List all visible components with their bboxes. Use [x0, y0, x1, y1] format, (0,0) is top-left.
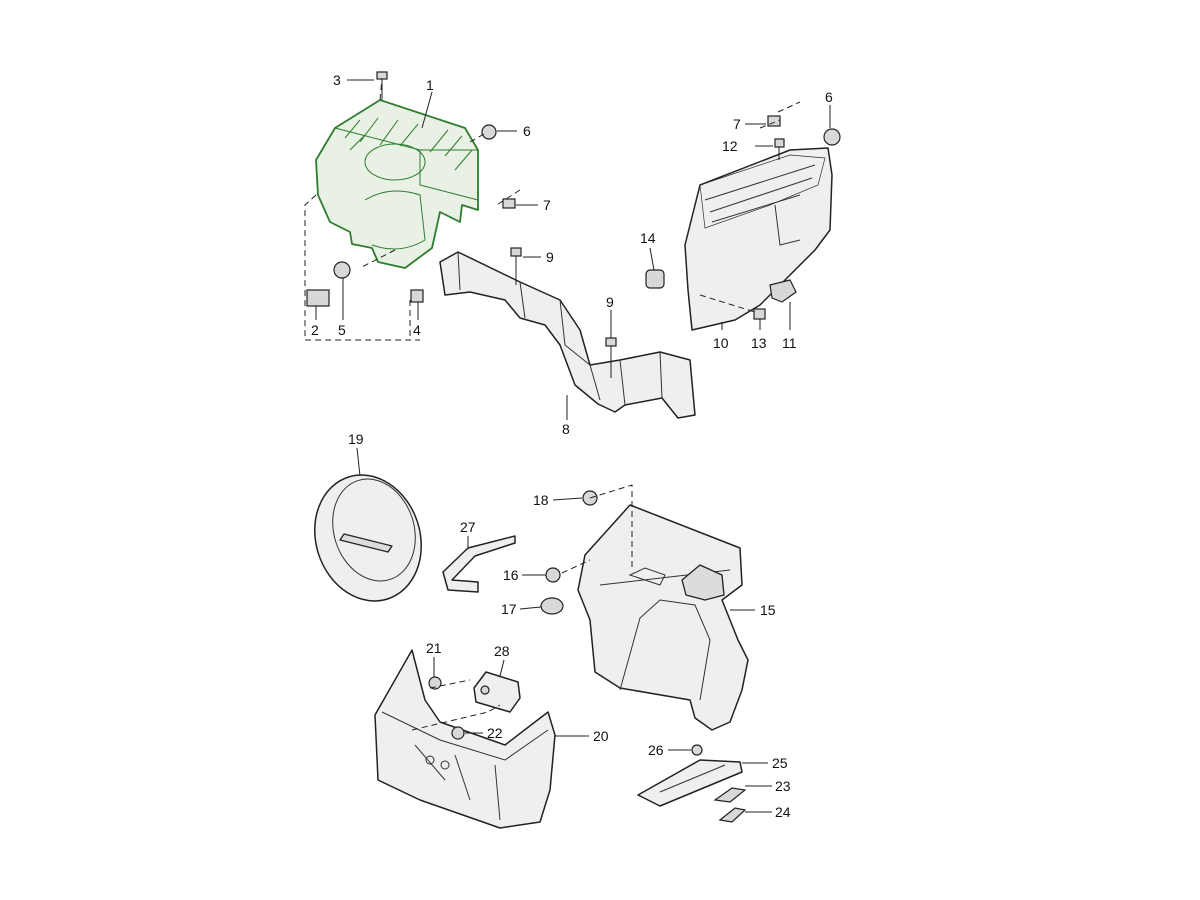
callout-16: 16: [503, 567, 519, 583]
part-15-luggage-trim[interactable]: [577, 504, 749, 731]
fastener-2[interactable]: [306, 289, 330, 307]
fastener-23[interactable]: [713, 787, 747, 803]
callout-5: 5: [338, 322, 346, 338]
callout-11: 11: [782, 335, 797, 351]
fastener-9a[interactable]: [510, 247, 522, 285]
callout-17: 17: [501, 601, 517, 617]
fastener-21[interactable]: [428, 676, 442, 690]
part-27-strap[interactable]: [442, 535, 516, 593]
callout-18: 18: [533, 492, 549, 508]
callout-20: 20: [593, 728, 609, 744]
part-10-side-trim[interactable]: [684, 147, 833, 331]
fastener-16[interactable]: [545, 567, 561, 583]
callout-9b: 9: [606, 294, 614, 310]
callout-9a: 9: [546, 249, 554, 265]
fastener-6a[interactable]: [481, 124, 497, 140]
callout-8: 8: [562, 421, 570, 437]
callout-28: 28: [494, 643, 510, 659]
callout-13: 13: [751, 335, 767, 351]
callout-7a: 7: [543, 197, 551, 213]
callout-6a: 6: [523, 123, 531, 139]
callout-27: 27: [460, 519, 476, 535]
part-8-tunnel-trim[interactable]: [439, 251, 696, 419]
part-1-cover-highlighted[interactable]: [315, 99, 479, 269]
fastener-6b[interactable]: [823, 128, 841, 146]
assembly-dashed-lines: [304, 78, 801, 731]
fastener-5[interactable]: [333, 261, 351, 279]
fastener-13[interactable]: [753, 308, 766, 320]
callout-labels: 1 2 3 4 5 6 7 6 7 8 9 9 10 11 12 13 14 1…: [311, 72, 833, 820]
callout-12: 12: [722, 138, 738, 154]
fastener-4[interactable]: [410, 289, 424, 303]
callout-23: 23: [775, 778, 791, 794]
fastener-12[interactable]: [774, 138, 785, 160]
fastener-17[interactable]: [540, 597, 564, 615]
fastener-3[interactable]: [376, 71, 388, 100]
callout-15: 15: [760, 602, 776, 618]
fastener-7a[interactable]: [502, 198, 516, 209]
callout-24: 24: [775, 804, 791, 820]
callout-14: 14: [640, 230, 656, 246]
fastener-11[interactable]: [769, 279, 797, 303]
callout-21: 21: [426, 640, 442, 656]
part-25-tray[interactable]: [637, 759, 743, 807]
fastener-7b[interactable]: [767, 115, 781, 127]
part-19-spare-wheel-cover[interactable]: [299, 461, 437, 615]
fastener-26[interactable]: [691, 744, 703, 756]
callout-25: 25: [772, 755, 788, 771]
part-20-front-compartment-trim[interactable]: [374, 649, 556, 829]
fastener-14[interactable]: [645, 269, 665, 289]
callout-19: 19: [348, 431, 364, 447]
callout-22: 22: [487, 725, 503, 741]
callout-6b: 6: [825, 89, 833, 105]
fastener-22[interactable]: [451, 726, 465, 740]
callout-10: 10: [713, 335, 729, 351]
callout-1: 1: [426, 77, 434, 93]
callout-2: 2: [311, 322, 319, 338]
callout-4: 4: [413, 322, 421, 338]
callout-3: 3: [333, 72, 341, 88]
fastener-24[interactable]: [718, 807, 747, 823]
callout-7b: 7: [733, 116, 741, 132]
part-28-lock-plate[interactable]: [473, 671, 521, 713]
callout-26: 26: [648, 742, 664, 758]
leader-lines: [315, 79, 831, 813]
